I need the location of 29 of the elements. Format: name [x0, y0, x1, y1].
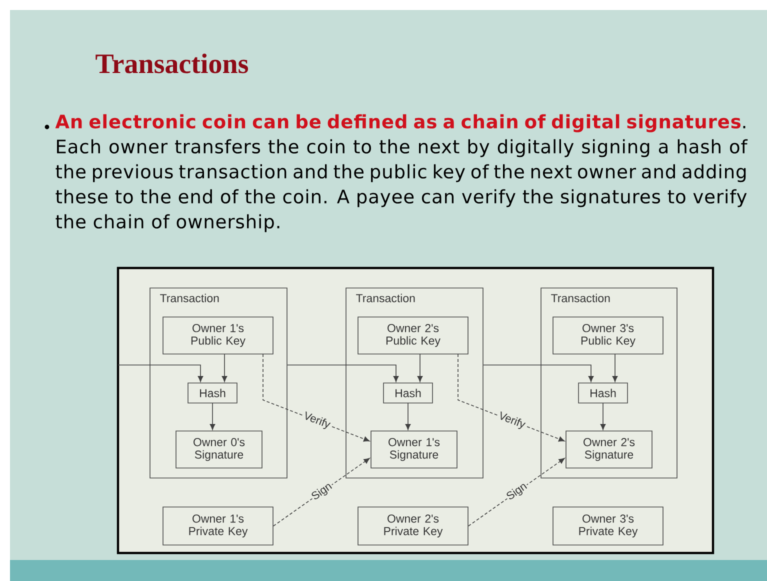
slide-title: Transactions: [96, 54, 248, 74]
arrow: [417, 354, 423, 382]
diagram-box: Owner 1's Private Key: [162, 506, 274, 546]
edge-label: Sign: [504, 480, 530, 504]
diagram-box: Hash: [383, 382, 433, 404]
diagram-box: Owner 2's Private Key: [358, 506, 468, 546]
diagram-box: Owner 0's Signature: [176, 430, 262, 468]
arrow: [483, 364, 594, 382]
arrow: [612, 354, 618, 382]
arrow: [468, 458, 565, 526]
diagram-box: Owner 3's Private Key: [552, 506, 664, 546]
arrow: [287, 364, 399, 382]
diagram-box: Hash: [188, 382, 238, 404]
diagram-box: Owner 1's Signature: [370, 430, 458, 468]
diagram-box: Owner 2's Public Key: [358, 316, 468, 354]
arrow: [273, 458, 370, 526]
diagram-box: Hash: [578, 382, 628, 404]
edge-label: Verify: [496, 410, 528, 432]
edge-label: Sign: [308, 480, 336, 504]
arrow: [405, 402, 411, 430]
diagram-box: Owner 1's Public Key: [162, 316, 274, 354]
arrow: [222, 354, 228, 382]
diagram-box: Owner 3's Public Key: [552, 316, 664, 354]
diagram-box: Owner 2's Signature: [566, 430, 652, 468]
arrow: [210, 402, 216, 430]
arrow: [118, 364, 204, 382]
arrow: [600, 402, 606, 430]
bullet-text: An electronic coin can be defined as a chain of digital signatures. Each owner transfers the coin to the next by digitally signing a hash of the previous transaction and the public key of the next owner and adding these to the end of the coin. A payee can verify the signatures to verify the chain of ownership.: [55, 114, 748, 232]
edge-label: Verify: [300, 410, 333, 432]
